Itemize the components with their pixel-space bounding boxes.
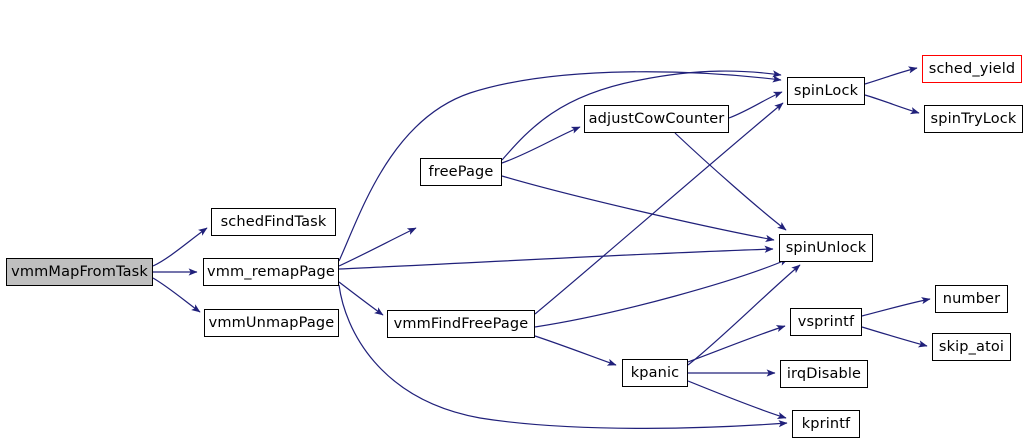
node-label-sched_yield: sched_yield: [928, 60, 1016, 77]
edge-adjustCowCounter-to-spinLock: [728, 91, 783, 119]
node-spinUnlock[interactable]: spinUnlock: [779, 234, 873, 262]
edge-spinLock-to-sched_yield: [864, 66, 918, 85]
node-irqDisable[interactable]: irqDisable: [780, 360, 868, 388]
edge-layer: [152, 66, 931, 429]
node-spinLock[interactable]: spinLock: [787, 77, 865, 105]
edge-vmm_remapPage-to-vmmFindFreePage: [338, 281, 384, 316]
node-vsprintf[interactable]: vsprintf: [790, 308, 862, 336]
node-vmmUnmapPage[interactable]: vmmUnmapPage: [204, 309, 339, 337]
edge-vsprintf-to-number: [861, 297, 931, 317]
node-adjustCowCounter[interactable]: adjustCowCounter: [584, 105, 729, 133]
node-label-freePage: freePage: [428, 163, 494, 180]
edge-adjustCowCounter-to-spinUnlock: [674, 132, 787, 231]
node-label-vmmMapFromTask: vmmMapFromTask: [11, 263, 148, 280]
node-number[interactable]: number: [935, 285, 1008, 313]
edge-vmm_remapPage-to-kprintf: [338, 284, 788, 429]
edge-freePage-to-spinUnlock: [501, 175, 775, 242]
node-vmmFindFreePage[interactable]: vmmFindFreePage: [387, 310, 535, 338]
edge-vmmFindFreePage-to-spinLock: [534, 102, 784, 315]
edge-kpanic-to-spinUnlock: [687, 264, 801, 366]
edge-vmmFindFreePage-to-spinUnlock: [534, 258, 789, 328]
edge-vmmMapFromTask-to-vmmUnmapPage: [152, 277, 201, 313]
edge-vsprintf-to-skip_atoi: [861, 326, 928, 348]
node-label-number: number: [942, 290, 1001, 307]
node-schedFindTask[interactable]: schedFindTask: [211, 208, 336, 236]
node-label-kprintf: kprintf: [801, 415, 851, 432]
node-kpanic[interactable]: kpanic: [622, 359, 688, 387]
edge-vmm_remapPage-to-spinUnlock: [338, 245, 774, 270]
node-label-irqDisable: irqDisable: [786, 365, 862, 382]
edge-vmmFindFreePage-to-kpanic: [534, 335, 617, 366]
node-freePage[interactable]: freePage: [420, 158, 502, 186]
node-sched_yield[interactable]: sched_yield: [922, 55, 1022, 83]
node-label-spinLock: spinLock: [793, 82, 859, 99]
node-skip_atoi[interactable]: skip_atoi: [932, 333, 1011, 361]
edge-spinLock-to-spinTryLock: [864, 94, 920, 115]
node-vmm_remapPage[interactable]: vmm_remapPage: [203, 258, 339, 286]
node-label-kpanic: kpanic: [630, 364, 680, 381]
node-label-schedFindTask: schedFindTask: [220, 213, 327, 230]
node-label-vmmUnmapPage: vmmUnmapPage: [208, 314, 335, 331]
edge-kpanic-to-kprintf: [687, 380, 787, 419]
edge-vmm_remapPage-to-freePage: [338, 227, 417, 267]
node-label-adjustCowCounter: adjustCowCounter: [588, 110, 725, 127]
node-label-vsprintf: vsprintf: [797, 313, 855, 330]
node-vmmMapFromTask[interactable]: vmmMapFromTask: [6, 258, 153, 286]
edge-freePage-to-spinLock: [501, 70, 782, 161]
edge-vmmMapFromTask-to-schedFindTask: [152, 227, 208, 267]
node-label-skip_atoi: skip_atoi: [938, 338, 1005, 355]
edge-freePage-to-adjustCowCounter: [501, 126, 581, 164]
edge-vmm_remapPage-to-spinLock: [338, 71, 782, 262]
node-label-vmmFindFreePage: vmmFindFreePage: [393, 315, 529, 332]
node-label-vmm_remapPage: vmm_remapPage: [207, 263, 335, 280]
node-kprintf[interactable]: kprintf: [792, 410, 860, 438]
node-label-spinTryLock: spinTryLock: [930, 110, 1017, 127]
node-spinTryLock[interactable]: spinTryLock: [924, 105, 1023, 133]
node-label-spinUnlock: spinUnlock: [785, 239, 867, 256]
edge-kpanic-to-vsprintf: [687, 325, 786, 363]
